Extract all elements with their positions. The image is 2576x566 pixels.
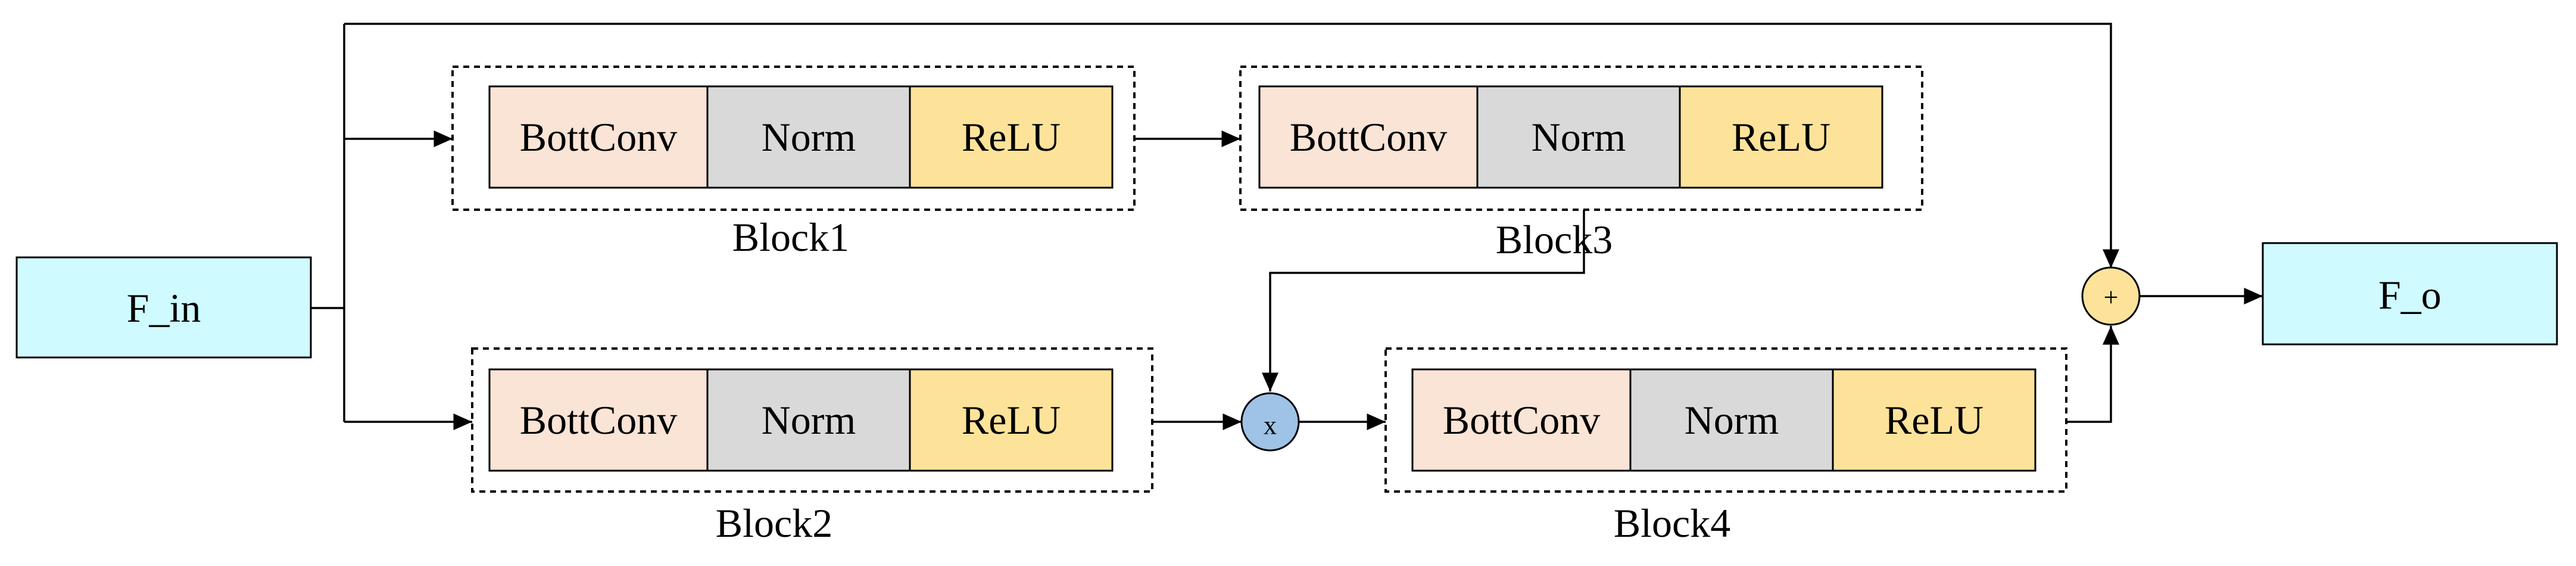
block4-bottconv-cell bbox=[1411, 368, 1632, 472]
block2-frame bbox=[471, 347, 1153, 493]
multiply-circle bbox=[1240, 392, 1300, 452]
multiply-symbol: x bbox=[1264, 411, 1277, 440]
block4-title: Block4 bbox=[1614, 500, 1730, 546]
input-box bbox=[15, 256, 312, 359]
input-label: F_in bbox=[127, 285, 201, 331]
block1-frame bbox=[451, 66, 1136, 211]
block2: BottConv Norm ReLU Block2 bbox=[471, 347, 1153, 546]
connections bbox=[311, 23, 2263, 430]
input-node: F_in bbox=[15, 256, 312, 359]
add-operator: + bbox=[2081, 266, 2141, 326]
block1-norm-label: Norm bbox=[762, 114, 856, 160]
block3-title: Block3 bbox=[1496, 217, 1613, 262]
add-symbol: + bbox=[2104, 283, 2119, 312]
block3-frame bbox=[1239, 66, 1923, 211]
block1: BottConv Norm ReLU Block1 bbox=[451, 66, 1136, 260]
wire-block3-to-multiply bbox=[1262, 210, 1585, 391]
multiply-operator: x bbox=[1240, 392, 1300, 452]
block4-norm-label: Norm bbox=[1685, 397, 1779, 443]
block3-relu-cell bbox=[1679, 85, 1883, 189]
block2-relu-label: ReLU bbox=[962, 397, 1061, 443]
block4-relu-cell bbox=[1832, 368, 2037, 472]
block3-relu-label: ReLU bbox=[1732, 114, 1830, 160]
add-circle bbox=[2081, 266, 2141, 326]
block2-norm-label: Norm bbox=[762, 397, 856, 443]
block2-title: Block2 bbox=[716, 500, 832, 546]
output-box bbox=[2262, 242, 2558, 346]
block1-relu-cell bbox=[909, 85, 1114, 189]
block4-relu-label: ReLU bbox=[1885, 397, 1984, 443]
output-label: F_o bbox=[2378, 272, 2441, 318]
block2-bottconv-cell bbox=[488, 368, 709, 472]
block1-relu-label: ReLU bbox=[962, 114, 1061, 160]
block4-frame bbox=[1384, 347, 2067, 493]
block1-bottconv-label: BottConv bbox=[520, 114, 678, 160]
block2-bottconv-label: BottConv bbox=[520, 397, 678, 443]
block2-relu-cell bbox=[909, 368, 1114, 472]
block4: BottConv Norm ReLU Block4 bbox=[1384, 347, 2067, 546]
block4-bottconv-label: BottConv bbox=[1443, 397, 1601, 443]
wire-skip-connection bbox=[344, 23, 2119, 268]
block3-bottconv-label: BottConv bbox=[1290, 114, 1448, 160]
output-node: F_o bbox=[2262, 242, 2558, 346]
block1-title: Block1 bbox=[732, 214, 849, 260]
block1-norm-cell bbox=[706, 85, 911, 189]
block3-norm-label: Norm bbox=[1532, 114, 1626, 160]
block2-norm-cell bbox=[706, 368, 911, 472]
block3: BottConv Norm ReLU Block3 bbox=[1239, 66, 1923, 262]
wire-block4-to-add bbox=[2066, 326, 2119, 423]
